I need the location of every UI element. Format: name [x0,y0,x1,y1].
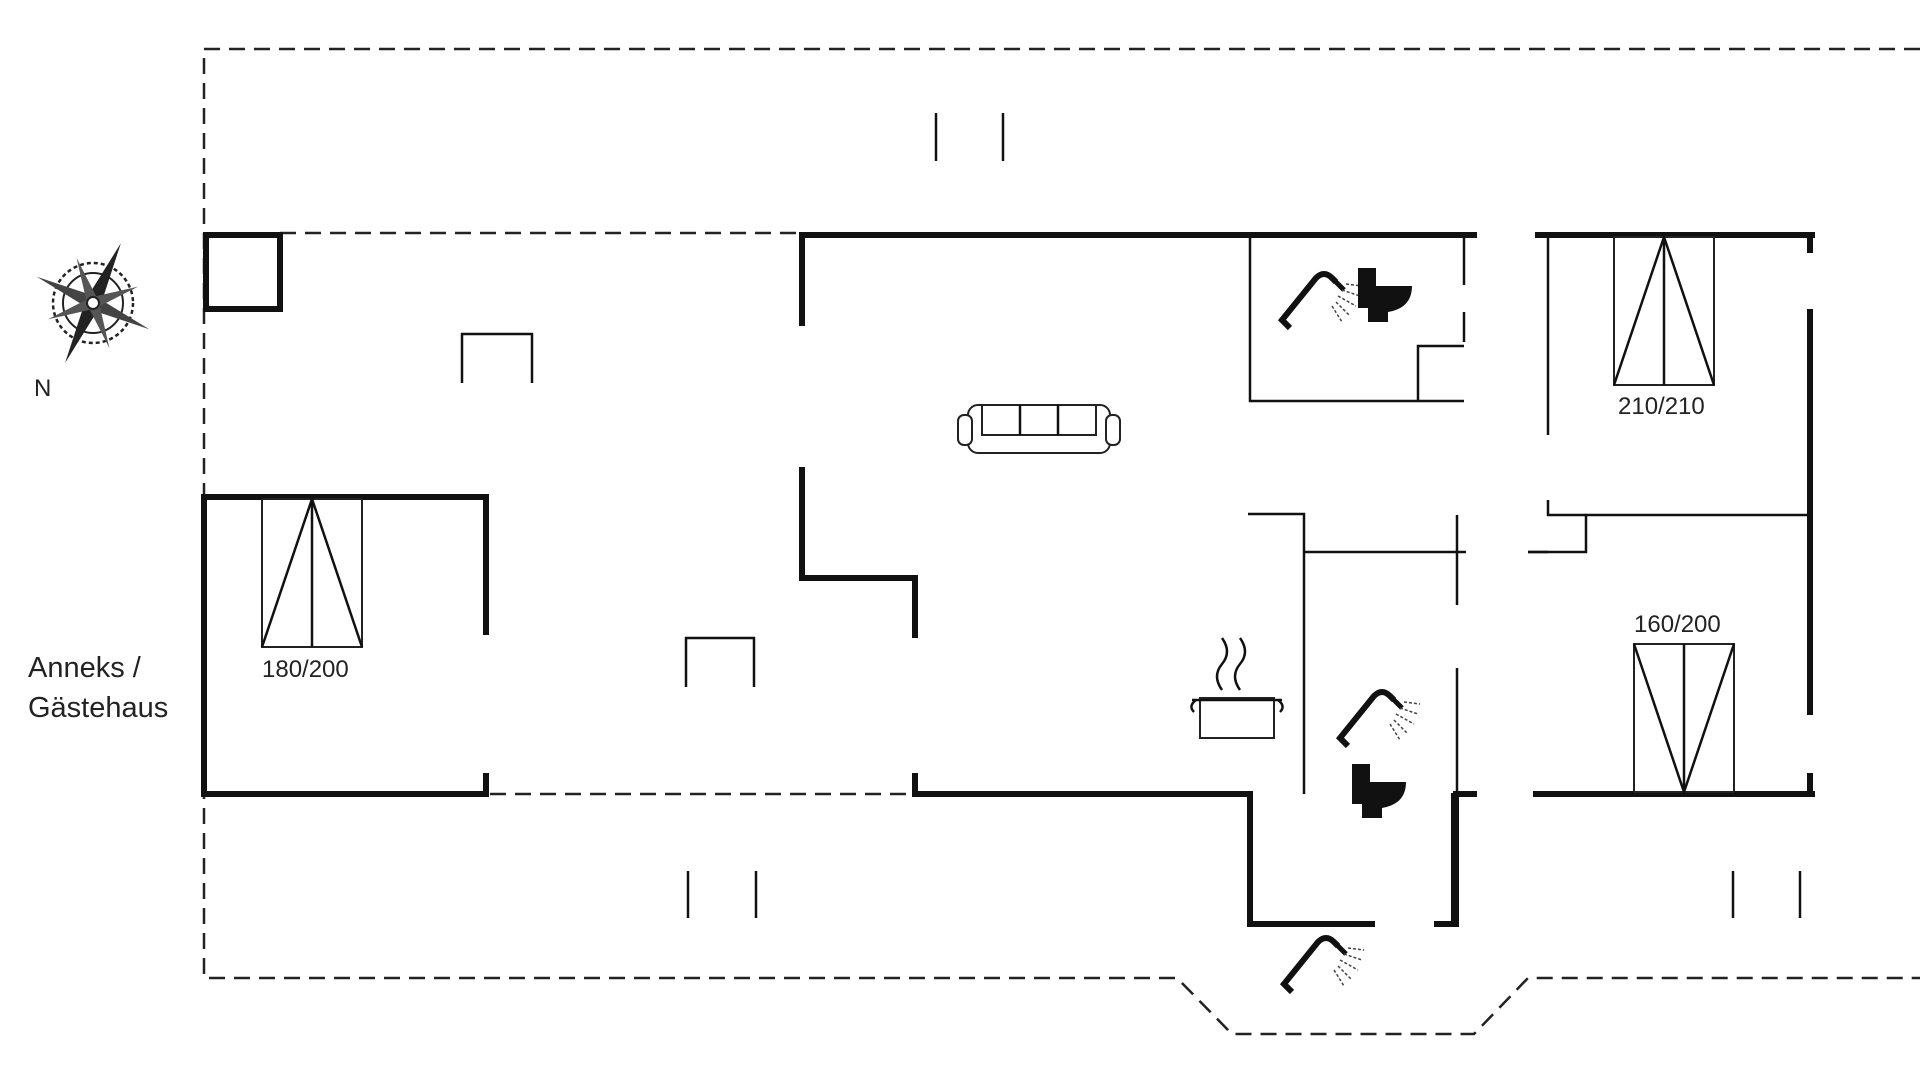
bed-icon [1632,643,1736,796]
annex-label-line1: Anneks / [28,652,142,684]
shower-icon [1335,689,1421,749]
compass-rose-icon [36,243,150,363]
bed-icon [1612,233,1716,386]
dashed-edges [280,231,912,796]
annex-label-line2: Gästehaus [28,692,168,724]
chimney-block [203,232,283,312]
annex-walls [201,494,489,797]
cooking-pot-icon [1190,637,1284,739]
terrace-outline [202,47,1920,1036]
shower-icon [1277,271,1363,331]
toilet-icon [1352,764,1406,818]
shower-icon [1279,935,1365,995]
main-house-walls [799,232,1815,927]
interior-walls [1248,237,1812,794]
bedroom-top-right-bed-size: 210/210 [1618,393,1705,420]
sofa-icon [957,404,1121,454]
annex-bed-size: 180/200 [262,656,349,683]
toilet-icon [1358,268,1412,322]
bedroom-bottom-right-bed-size: 160/200 [1634,611,1721,638]
opening-markers [460,113,1802,918]
north-label: N [34,375,51,402]
bed-icon [260,495,364,648]
